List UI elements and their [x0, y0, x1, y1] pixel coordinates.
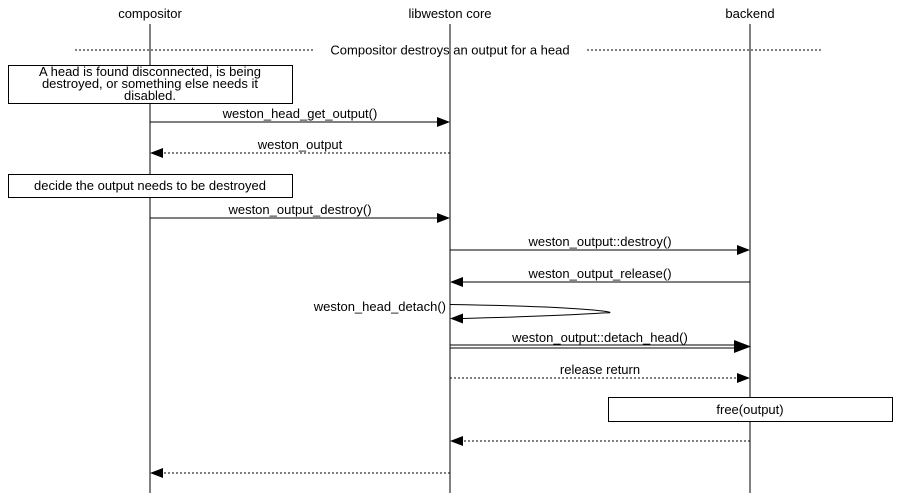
arrowhead-right-icon — [437, 213, 450, 223]
arrowhead-left-icon — [150, 468, 163, 478]
note-free-output-label: free(output) — [716, 402, 783, 417]
divider-label: Compositor destroys an output for a head — [330, 43, 569, 58]
message-label-output-destroy-virtual: weston_output::destroy() — [527, 234, 671, 249]
note-box-decide — [8, 174, 293, 198]
note-box-free-output — [608, 397, 893, 422]
participant-label-libweston-core: libweston core — [408, 6, 491, 21]
participant-label-compositor: compositor — [118, 6, 182, 21]
message-label-output-release: weston_output_release() — [527, 266, 671, 281]
arrowhead-right-icon — [737, 373, 750, 383]
message-label-release-return: release return — [560, 362, 640, 377]
note-head-disconnected-line2: destroyed, or something else needs it — [42, 76, 258, 91]
message-label-output-detach-head: weston_output::detach_head() — [511, 330, 688, 345]
note-box-head-disconnected — [8, 65, 293, 104]
message-label-head-get-output: weston_head_get_output() — [222, 106, 378, 121]
participant-label-backend: backend — [725, 6, 774, 21]
arrowhead-right-icon — [734, 340, 751, 353]
note-head-disconnected-line1: A head is found disconnected, is being — [39, 64, 261, 79]
arrowhead-right-icon — [737, 245, 750, 255]
arrowhead-left-icon — [150, 148, 163, 158]
note-head-disconnected-line3: disabled. — [124, 88, 176, 103]
message-selfloop-head-detach — [449, 304, 611, 319]
message-label-weston-output-return: weston_output — [257, 137, 343, 152]
note-decide-label: decide the output needs to be destroyed — [34, 178, 266, 193]
message-label-head-detach: weston_head_detach() — [313, 299, 446, 314]
arrowhead-left-icon — [450, 436, 463, 446]
arrowhead-right-icon — [437, 117, 450, 127]
message-label-output-destroy: weston_output_destroy() — [227, 202, 371, 217]
arrowhead-left-icon — [450, 313, 463, 324]
arrowhead-left-icon — [450, 277, 463, 287]
